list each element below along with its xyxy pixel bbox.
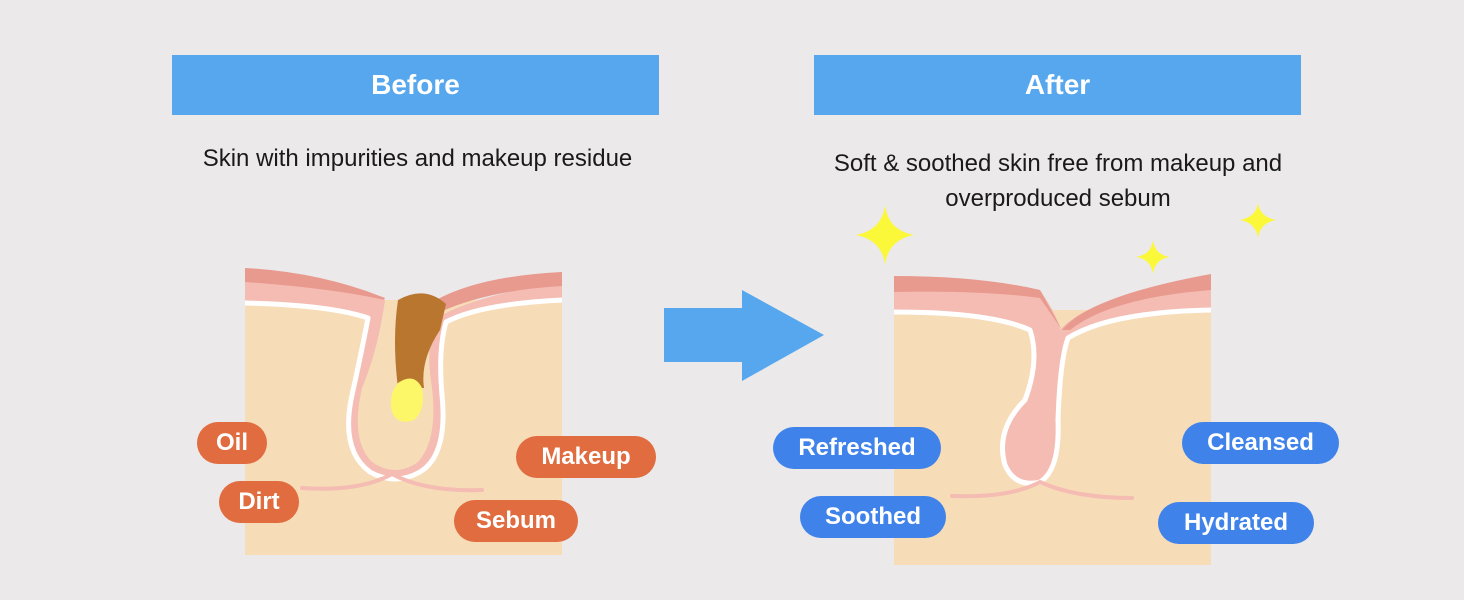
sparkle-icon — [856, 205, 914, 265]
tag-oil: Oil — [197, 422, 267, 464]
before-title: Before — [371, 69, 460, 100]
tag-hydrated: Hydrated — [1158, 502, 1314, 544]
after-skin-outline — [893, 307, 1212, 486]
before-caption: Skin with impurities and makeup residue — [202, 145, 633, 172]
after-epidermis-top-left — [894, 276, 1062, 330]
after-epidermis — [894, 276, 1211, 483]
dirt-plug — [395, 293, 446, 388]
tag-makeup: Makeup — [516, 436, 656, 478]
tag-refreshed: Refreshed — [773, 427, 941, 469]
sparkle-icon — [1240, 203, 1276, 238]
arrow-icon — [664, 290, 824, 381]
sparkle-icon — [1136, 240, 1170, 274]
before-epidermis-top-right — [436, 272, 562, 312]
sebum-blob — [390, 378, 423, 422]
after-epidermis-top-right — [1062, 274, 1211, 330]
tag-dirt: Dirt — [219, 481, 299, 523]
before-nerve-line — [300, 471, 484, 493]
after-nerve-line — [950, 479, 1134, 500]
tag-soothed: Soothed — [800, 496, 946, 538]
tag-sebum: Sebum — [454, 500, 578, 542]
before-header: Before — [172, 55, 659, 115]
after-title: After — [1024, 69, 1091, 100]
after-header: After — [814, 55, 1301, 115]
before-skin-outline — [244, 297, 563, 482]
after-caption: Soft & soothed skin free from makeup and… — [833, 150, 1283, 212]
tag-cleansed: Cleansed — [1182, 422, 1339, 464]
